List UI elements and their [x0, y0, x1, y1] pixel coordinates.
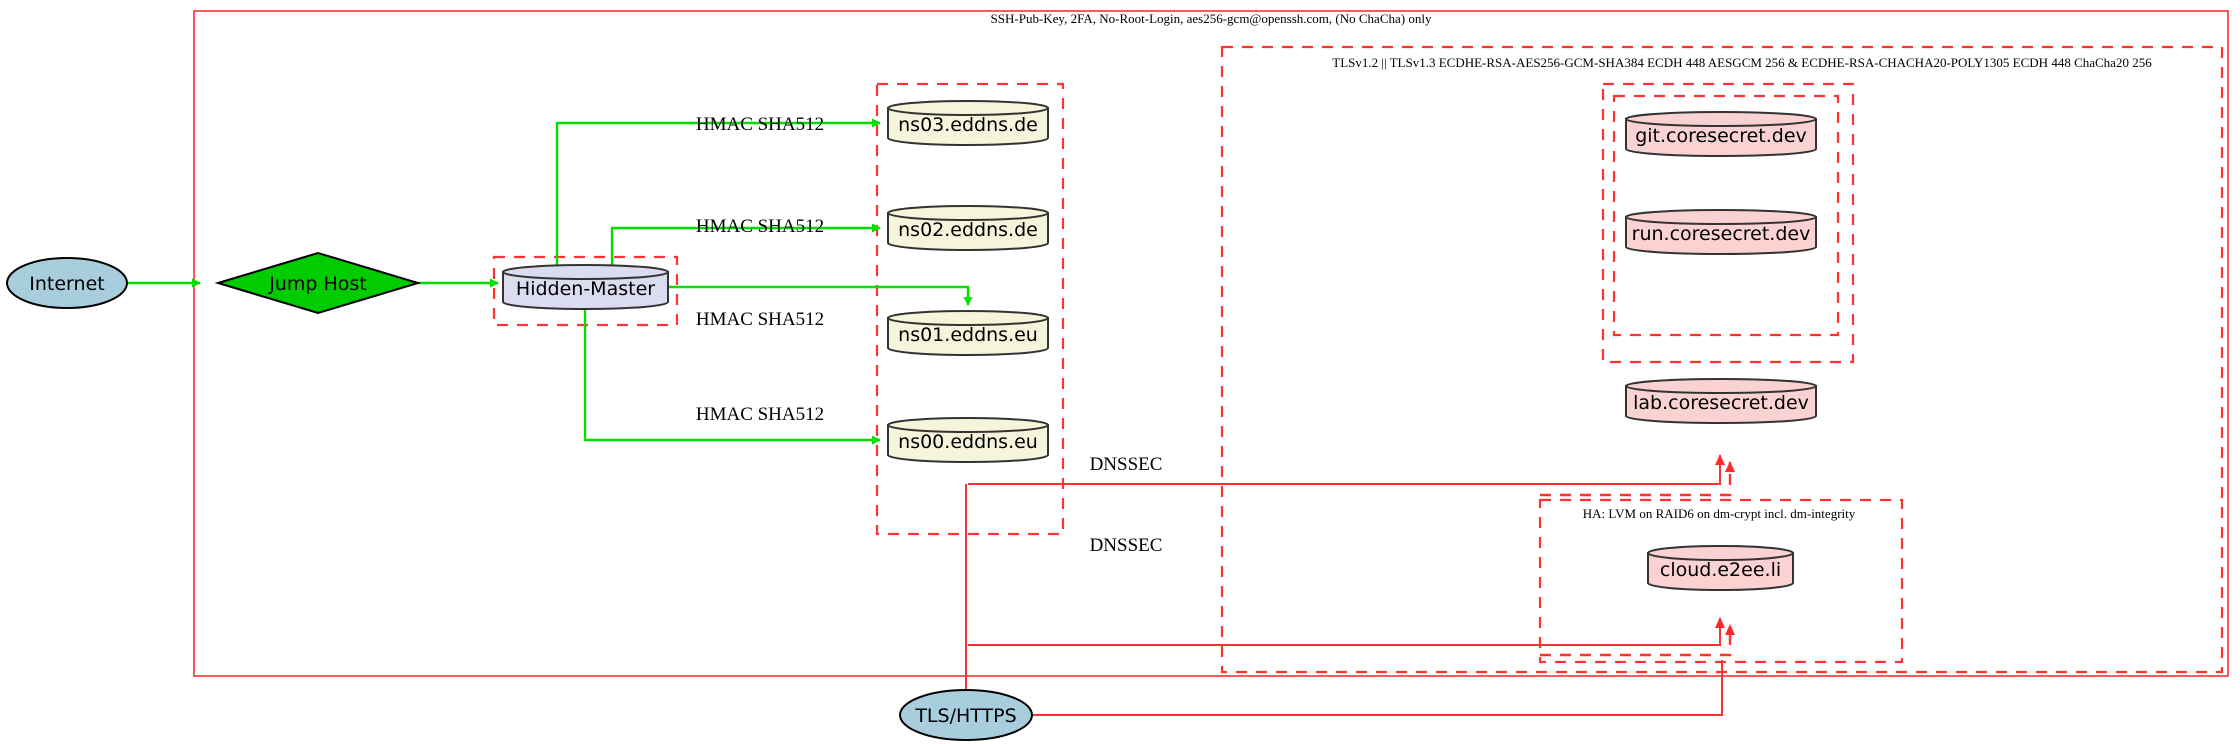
jump-host-node[interactable]: Jump Host [214, 251, 422, 315]
edge-tlshttps-to-apps [1032, 660, 1723, 716]
ns00-eddns-eu-node-label: ns00.eddns.eu [898, 431, 1038, 453]
zone-groups-layer: SSH-Pub-Key, 2FA, No-Root-Login, aes256-… [193, 10, 2229, 677]
jump-host-node-label: Jump Host [268, 273, 367, 295]
cloud-e2ee-li-node[interactable]: cloud.e2ee.li [1647, 545, 1794, 591]
edge-dnssec-lower-dashed [1540, 624, 1735, 657]
internet-node[interactable]: Internet [6, 257, 128, 309]
ns00-eddns-eu-node[interactable]: ns00.eddns.eu [887, 417, 1049, 463]
edges-layer [128, 118, 1735, 716]
internet-node-label: Internet [29, 273, 104, 295]
zone-coresecret-inner [1612, 94, 1840, 337]
zone-dns-zone [875, 82, 1065, 536]
edge-dnssec-lower-solid [968, 617, 1725, 646]
cloud-e2ee-li-node-label: cloud.e2ee.li [1660, 559, 1781, 581]
ns03-eddns-de-node-label: ns03.eddns.de [898, 114, 1038, 136]
edge-dnssec-upper-solid [968, 454, 1725, 485]
edge-label-e6: HMAC SHA512 [696, 404, 824, 425]
edge-master-to-ns02 [610, 223, 881, 265]
edge-label-e5: HMAC SHA512 [696, 309, 824, 330]
nodes-layer: Internet Jump Host Hidden-Master ns03.eddns… [6, 100, 1817, 741]
edge-dnssec-upper-dashed [1540, 461, 1735, 497]
run-coresecret-dev-node-label: run.coresecret.dev [1632, 223, 1811, 245]
zone-label-ssh-zone: SSH-Pub-Key, 2FA, No-Root-Login, aes256-… [991, 11, 1432, 26]
lab-coresecret-dev-node[interactable]: lab.coresecret.dev [1625, 378, 1817, 424]
zone-coresecret-outer [1601, 82, 1855, 364]
zone-label-ha-zone: HA: LVM on RAID6 on dm-crypt incl. dm-in… [1583, 506, 1856, 521]
lab-coresecret-dev-node-label: lab.coresecret.dev [1633, 392, 1809, 414]
ns02-eddns-de-node-label: ns02.eddns.de [898, 219, 1038, 241]
zone-label-tls-zone: TLSv1.2 || TLSv1.3 ECDHE-RSA-AES256-GCM-… [1332, 55, 2152, 70]
edge-label-e4: HMAC SHA512 [696, 216, 824, 237]
zone-ssh-zone [193, 10, 2229, 677]
git-coresecret-dev-node-label: git.coresecret.dev [1635, 125, 1807, 147]
edge-master-to-ns03 [555, 118, 881, 265]
edge-label-e8: DNSSEC [1090, 535, 1163, 556]
tls-https-node-label: TLS/HTTPS [914, 705, 1016, 727]
edge-master-to-ns01 [668, 285, 973, 306]
ns01-eddns-eu-node[interactable]: ns01.eddns.eu [887, 310, 1049, 356]
tls-https-node[interactable]: TLS/HTTPS [899, 689, 1033, 741]
hidden-master-node-label: Hidden-Master [516, 278, 655, 300]
hidden-master-node[interactable]: Hidden-Master [502, 264, 669, 310]
ns01-eddns-eu-node-label: ns01.eddns.eu [898, 324, 1038, 346]
edge-label-e3: HMAC SHA512 [696, 114, 824, 135]
edge-master-to-ns00 [583, 309, 881, 445]
ns03-eddns-de-node[interactable]: ns03.eddns.de [887, 100, 1049, 146]
git-coresecret-dev-node[interactable]: git.coresecret.dev [1625, 111, 1817, 157]
ns02-eddns-de-node[interactable]: ns02.eddns.de [887, 205, 1049, 251]
run-coresecret-dev-node[interactable]: run.coresecret.dev [1625, 209, 1817, 255]
edge-label-e7: DNSSEC [1090, 454, 1163, 475]
